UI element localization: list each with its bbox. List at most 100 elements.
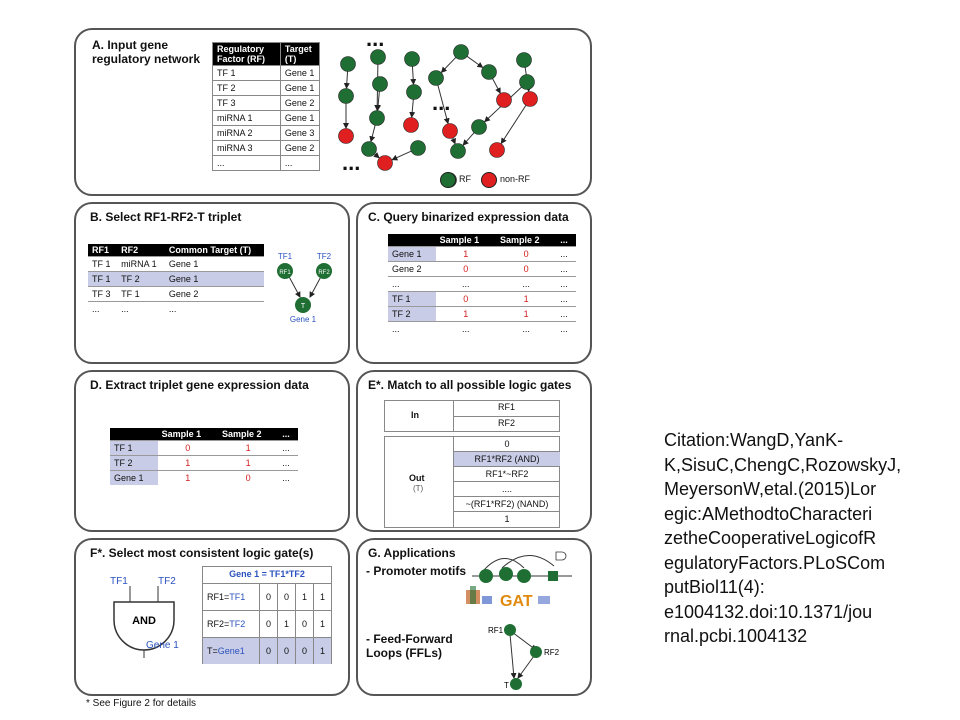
network-ellipsis: ... <box>342 150 361 175</box>
gate-option: .... <box>454 482 560 497</box>
panel-a <box>74 28 592 196</box>
network-edge <box>450 137 456 145</box>
gate-option: RF1*RF2 (AND) <box>454 452 560 467</box>
network-edge <box>391 150 412 161</box>
header-target: Target (T) <box>279 42 321 66</box>
network-edge <box>440 56 457 73</box>
network-edge <box>343 70 350 90</box>
rf-node <box>338 88 354 104</box>
svg-text:Gene 1: Gene 1 <box>146 640 179 651</box>
in-label: In <box>411 410 419 420</box>
svg-text:GAT: GAT <box>500 593 533 610</box>
svg-text:Gene 1: Gene 1 <box>290 315 317 324</box>
citation-line: MeyersonW,etal.(2015)Lor <box>664 479 877 499</box>
panel-e-title: E*. Match to all possible logic gates <box>368 378 572 392</box>
ffl-diagram: RF1 RF2 T <box>488 624 560 690</box>
out-sub: (T) <box>413 484 424 493</box>
citation-line: egic:AMethodtoCharacteri <box>664 503 873 524</box>
network-edge <box>500 104 527 145</box>
nonrf-node <box>377 155 393 171</box>
svg-text:TF2: TF2 <box>317 252 332 261</box>
application-promoter: - Promoter motifs <box>366 564 467 578</box>
citation-line: zetheCooperativeLogicofR <box>664 528 877 548</box>
citation-text: Citation:WangD,YanK- K,SisuC,ChengC,Rozow… <box>664 428 954 649</box>
triplet-diagram: RF1 RF2 T TF1 TF2 Gene 1 <box>277 252 332 324</box>
nonrf-node <box>442 123 458 139</box>
in-value: RF2 <box>497 418 515 428</box>
rf-node <box>410 140 426 156</box>
in-box: In RF1 RF2 <box>384 400 560 432</box>
legend-rf-label: RF <box>459 174 471 184</box>
table-row: ............ <box>388 321 576 336</box>
svg-text:TF2: TF2 <box>158 576 176 587</box>
citation-line: egulatoryFactors.PLoSCom <box>664 552 886 573</box>
svg-text:TF1: TF1 <box>278 252 293 261</box>
rf-node <box>361 141 377 157</box>
network-edge <box>466 55 484 68</box>
rf-node <box>370 49 386 65</box>
svg-text:RF2: RF2 <box>544 648 560 657</box>
rf-node <box>516 52 532 68</box>
footnote: * See Figure 2 for details <box>86 698 197 709</box>
panel-f-title: F*. Select most consistent logic gate(s) <box>90 546 314 560</box>
network-ellipsis: ... <box>366 26 385 51</box>
legend-nonrf-node <box>481 172 497 188</box>
svg-text:RF2: RF2 <box>318 270 330 276</box>
citation-line: putBiol11(4): <box>664 577 765 597</box>
legend-nonrf-label: non-RF <box>500 174 531 184</box>
rf-node <box>519 74 535 90</box>
citation-line: e1004132.doi:10.1371/jou <box>664 601 873 622</box>
rf-node <box>404 51 420 67</box>
panel-c-title: C. Query binarized expression data <box>368 210 569 224</box>
rf-node <box>428 70 444 86</box>
citation-line: rnal.pcbi.1004132 <box>664 626 808 646</box>
nonrf-node <box>522 91 538 107</box>
nonrf-node <box>403 117 419 133</box>
network-edge <box>375 90 382 112</box>
svg-text:AND: AND <box>132 615 156 627</box>
network-edge <box>491 77 501 94</box>
gate-option: 1 <box>504 514 510 524</box>
out-label: Out <box>409 473 425 483</box>
network-edge <box>410 65 417 86</box>
panel-d-title: D. Extract triplet gene expression data <box>90 378 309 392</box>
svg-text:RF1: RF1 <box>488 626 504 635</box>
t-node <box>295 297 311 313</box>
table-row: ...... <box>212 155 321 171</box>
rf-node <box>406 84 422 100</box>
rf-node <box>369 110 385 126</box>
rf-node <box>453 44 469 60</box>
citation-line: Citation:WangD,YanK- <box>664 430 844 450</box>
panel-b-title: B. Select RF1-RF2-T triplet <box>90 210 242 224</box>
nonrf-node <box>489 142 505 158</box>
rf-node <box>372 76 388 92</box>
and-gate-diagram: AND TF1 TF2 Gene 1 <box>110 576 179 658</box>
citation-line: K,SisuC,ChengC,RozowskyJ, <box>664 454 902 475</box>
eq-header: Gene 1 = TF1*TF2 <box>229 569 305 579</box>
rf-node <box>450 143 466 159</box>
svg-text:TF1: TF1 <box>110 576 128 587</box>
network-edge <box>409 98 416 119</box>
gate-option: RF1*~RF2 <box>454 467 560 482</box>
